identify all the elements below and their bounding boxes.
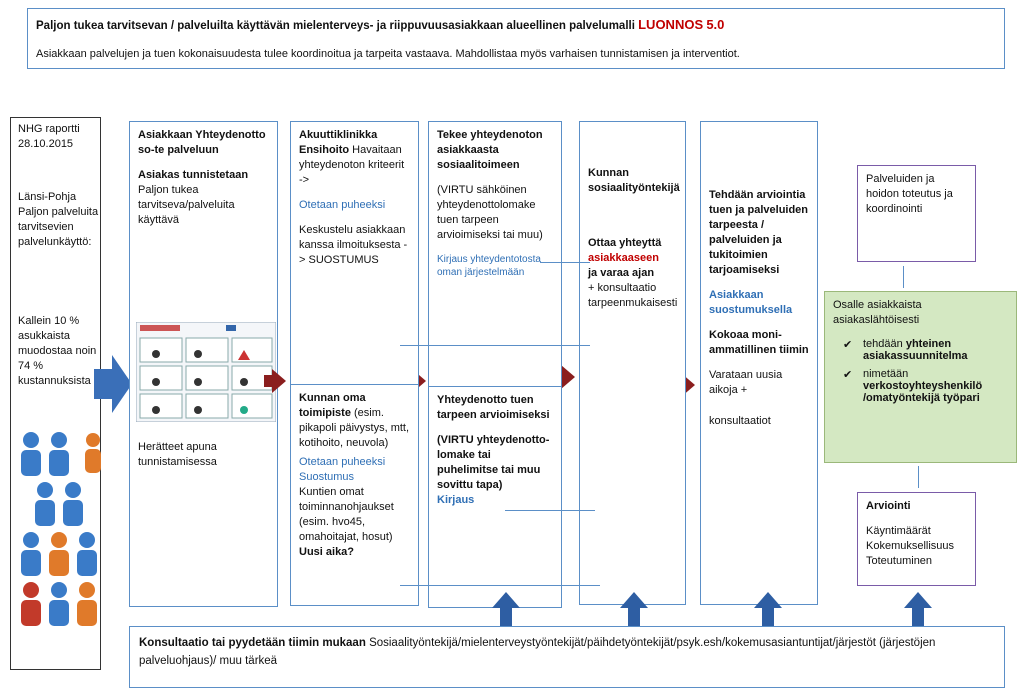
eval-items: Käyntimäärät Kokemuksellisuus Toteutumin… [866, 525, 955, 567]
col5-bold: Kokoaa moni-ammatillinen tiimin [709, 329, 809, 356]
col1-heading: Asiakkaan Yhteydenotto so-te palveluun [138, 129, 266, 156]
check1-bold: yhteinen asiakassuunnitelma [863, 338, 968, 362]
col1-id-text: Paljon tukea tarvitseva/palveluita käytt… [138, 184, 235, 226]
col3-lower-blue: Kirjaus [437, 494, 475, 506]
header-title: Paljon tukea tarvitsevan / palveluilta k… [36, 17, 724, 34]
col2-heading: Akuuttiklinikka Ensihoito Havaitaan yhte… [299, 128, 410, 188]
check2-bold: verkostoyhteyshenkilö /omatyöntekijä työ… [863, 380, 983, 404]
red-arrow-stem [264, 375, 274, 387]
nhg-line3: Kallein 10 % asukkaista muodostaa noin 7… [18, 315, 97, 387]
col2-lower-bold: Uusi aika? [299, 546, 355, 558]
header-box: Paljon tukea tarvitsevan / palveluilta k… [27, 8, 1005, 69]
connector-line [400, 585, 600, 586]
col5-blue: Asiakkaan suostumuksella [709, 289, 793, 316]
bottom-bold: Konsultaatio tai pyydetään tiimin mukaan [139, 637, 366, 649]
col4-bold2: ja varaa ajan [588, 267, 655, 279]
up-arrow-icon [754, 592, 782, 608]
col2-lower-panel: Kunnan oma toimipiste (esim. pikapoli pä… [290, 384, 419, 606]
col3-lower-heading: Yhteydenotto tuen tarpeen arvioimiseksi [437, 394, 550, 421]
nhg-line1: NHG raportti 28.10.2015 [18, 123, 80, 150]
col2-upper-panel: Akuuttiklinikka Ensihoito Havaitaan yhte… [290, 121, 419, 385]
green-panel: Osalle asiakkaista asiakaslähtöisesti ✔ … [824, 291, 1017, 463]
col4-red: asiakkaaseen [588, 252, 659, 264]
col4-text: + konsultaatio tarpeenmukaisesti [588, 282, 678, 309]
col5-text2: konsultaatiot [709, 415, 771, 427]
col2-blue1: Otetaan puheeksi [299, 199, 386, 211]
check2-pre: nimetään [863, 368, 909, 380]
nhg-report-box: NHG raportti 28.10.2015 Länsi-Pohja Palj… [10, 117, 101, 670]
col2-lower-text: (esim. pikapoli päivystys, mtt, kotihoit… [299, 407, 410, 449]
nhg-arrow-icon [94, 355, 132, 413]
col1-panel: Asiakkaan Yhteydenotto so-te palveluun A… [129, 121, 278, 607]
col1-footer: Herätteet apuna tunnistamisessa [138, 441, 217, 468]
bottom-text: Sosiaalityöntekijä/mielenterveystyönteki… [139, 637, 936, 667]
connector-line [918, 466, 919, 488]
up-arrow-stem [628, 607, 640, 627]
evaluation-panel: Arviointi Käyntimäärät Kokemuksellisuus … [857, 492, 976, 586]
col2-lower-blue: Otetaan puheeksi Suostumus [299, 456, 386, 483]
document-thumbnail-icon [136, 322, 276, 422]
right-top-text: Palveluiden ja hoidon toteutus ja koordi… [866, 173, 953, 215]
connector-line [400, 345, 590, 346]
checkmark-icon: ✔ [843, 369, 853, 381]
col2-lower: Kunnan oma toimipiste (esim. pikapoli pä… [299, 391, 410, 451]
nhg-line2: Länsi-Pohja Paljon palveluita tarvitsevi… [18, 191, 99, 248]
col2-lower-text2: Kuntien omat toiminnanohjaukset (esim. h… [299, 486, 394, 543]
title-text: Paljon tukea tarvitsevan / palveluilta k… [36, 20, 635, 32]
col1-id-bold: Asiakas tunnistetaan [138, 169, 249, 181]
right-top-panel: Palveluiden ja hoidon toteutus ja koordi… [857, 165, 976, 262]
up-arrow-stem [500, 607, 512, 627]
col4-heading: Kunnan sosiaalityöntekijä [588, 167, 680, 194]
col2-text2: Keskustelu asiakkaan kanssa ilmoituksest… [299, 224, 408, 266]
col2-heading-rest: Havaitaan yhteydenoton kriteerit -> [299, 144, 405, 186]
header-subtitle: Asiakkaan palvelujen ja tuen kokonaisuud… [36, 48, 740, 60]
col3-text: (VIRTU sähköinen yhteydenottolomake tuen… [437, 184, 543, 241]
col5-panel: Tehdään arviointia tuen ja palveluiden t… [700, 121, 818, 605]
people-icon [21, 432, 101, 626]
col3-blue: Kirjaus yhteydentotosta oman järjestelmä… [437, 254, 541, 278]
red-arrow-icon [272, 369, 286, 393]
checkmark-icon: ✔ [843, 339, 853, 351]
col3-upper-panel: Tekee yhteydenoton asiakkaasta sosiaalit… [428, 121, 562, 387]
version-label: 5.0 [706, 17, 725, 32]
up-arrow-icon [904, 592, 932, 608]
check-item-1: ✔ tehdään yhteinen asiakassuunnitelma [833, 338, 1008, 362]
col3-heading: Tekee yhteydenoton asiakkaasta sosiaalit… [437, 129, 543, 171]
red-arrow-icon [561, 365, 575, 389]
col2-heading-bold: Akuuttiklinikka Ensihoito [299, 129, 378, 156]
col4-bold1: Ottaa yhteyttä [588, 237, 662, 249]
connector-line [903, 266, 904, 288]
draft-label: LUONNOS [638, 17, 704, 32]
col4-panel: Kunnan sosiaalityöntekijä Ottaa yhteyttä… [579, 121, 686, 605]
up-arrow-stem [762, 607, 774, 627]
col3-lower-panel: Yhteydenotto tuen tarpeen arvioimiseksi … [428, 386, 562, 608]
bottom-panel: Konsultaatio tai pyydetään tiimin mukaan… [129, 626, 1005, 688]
col2-lower-heading: Kunnan oma toimipiste [299, 392, 366, 419]
col5-text1: Varataan uusia aikoja + [709, 369, 783, 396]
col5-heading: Tehdään arviointia tuen ja palveluiden t… [709, 189, 809, 276]
up-arrow-stem [912, 607, 924, 627]
green-intro: Osalle asiakkaista asiakaslähtöisesti [833, 299, 922, 326]
up-arrow-icon [492, 592, 520, 608]
up-arrow-icon [620, 592, 648, 608]
connector-line [540, 262, 590, 263]
check-item-2: ✔ nimetään verkostoyhteyshenkilö /omatyö… [833, 368, 1008, 404]
col3-lower-text: (VIRTU yhteydenotto-lomake tai puhelimit… [437, 434, 550, 491]
connector-line [505, 510, 595, 511]
check1-pre: tehdään [863, 338, 903, 350]
eval-heading: Arviointi [866, 500, 911, 512]
